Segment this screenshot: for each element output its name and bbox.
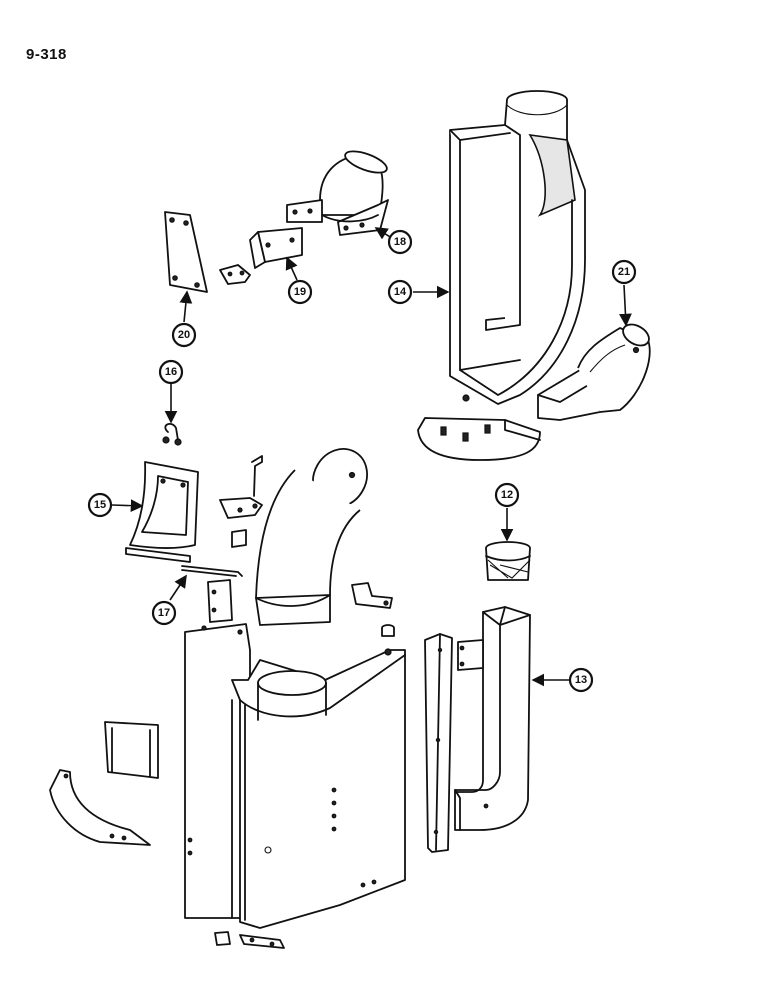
callout-label-19: 19	[294, 286, 306, 298]
callout-label-14: 14	[394, 286, 407, 298]
callout-16: 16	[158, 359, 184, 385]
callout-label-17: 17	[158, 607, 170, 619]
part-13-lower-duct	[454, 606, 531, 831]
part-14-base-plate	[417, 394, 541, 461]
callout-13: 13	[568, 667, 594, 693]
part-19-bracket	[219, 227, 303, 285]
callout-label-15: 15	[94, 499, 106, 511]
callout-12: 12	[494, 482, 520, 508]
callout-19: 19	[287, 279, 313, 305]
callout-label-18: 18	[394, 236, 406, 248]
center-elbow-duct	[255, 448, 368, 626]
callout-18: 18	[387, 229, 413, 255]
callout-20: 20	[171, 322, 197, 348]
part-20-plate	[164, 211, 208, 293]
part-14-upper-chute	[449, 90, 586, 405]
callout-label-21: 21	[618, 266, 630, 278]
center-small-hook	[351, 582, 393, 609]
part-16-clip	[162, 423, 182, 446]
page-number: 9-318	[26, 46, 67, 63]
part-17-rod	[181, 565, 243, 577]
callout-14: 14	[387, 279, 413, 305]
callout-label-16: 16	[165, 366, 177, 378]
leader-lines	[111, 227, 632, 687]
lower-chute-body	[184, 623, 406, 929]
callout-label-20: 20	[178, 329, 190, 341]
part-13-side-bracket	[424, 633, 453, 853]
left-curved-deflector	[49, 769, 151, 846]
part-15-curved-plate	[125, 461, 199, 563]
center-small-brackets	[207, 455, 263, 623]
part-12-collar	[485, 541, 531, 581]
part-21-transition-boot	[537, 323, 651, 421]
callout-label-12: 12	[501, 489, 513, 501]
bottom-brackets	[214, 931, 285, 949]
part-18-elbow-cap	[286, 150, 389, 236]
chute-nut	[381, 624, 395, 637]
callout-label-13: 13	[575, 674, 587, 686]
callout-17: 17	[151, 600, 177, 626]
callout-15: 15	[87, 492, 113, 518]
left-small-plate	[104, 721, 159, 779]
callout-21: 21	[611, 259, 637, 285]
